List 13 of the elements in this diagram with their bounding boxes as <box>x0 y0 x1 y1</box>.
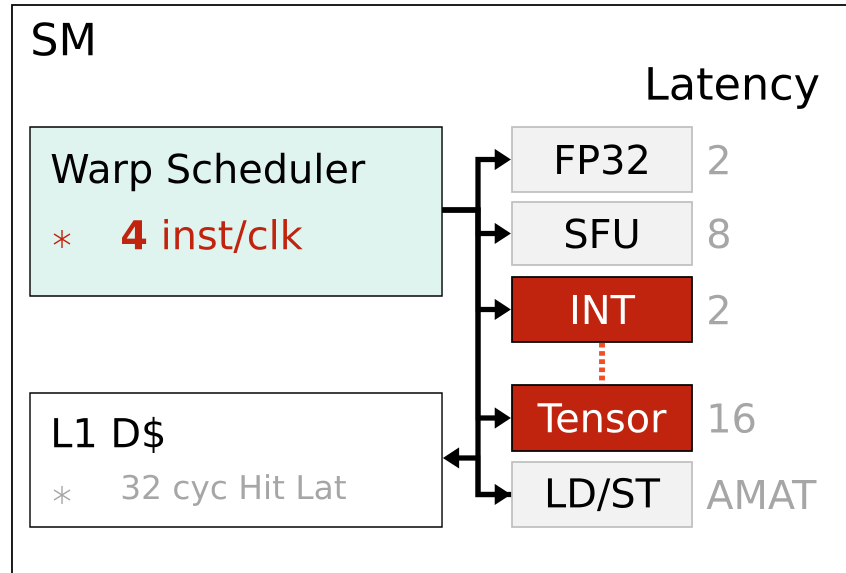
unit-box: SFU <box>511 201 693 266</box>
unit-box: Tensor <box>511 384 693 452</box>
cache-box: L1 D$ 32 cyc Hit Lat <box>29 392 443 528</box>
unit-box: LD/ST <box>511 461 693 528</box>
unit-box: FP32 <box>511 126 693 193</box>
latency-value: 2 <box>709 144 728 174</box>
latency-value: 8 <box>708 218 729 249</box>
latency-value: 2 <box>709 294 728 324</box>
scheduler-box: Warp Scheduler 4 inst/clk <box>29 126 443 297</box>
column-heading: Latency <box>648 67 819 109</box>
latency-value: 16 <box>710 402 754 434</box>
latency-value: AMAT <box>706 480 816 509</box>
unit-box: INT <box>511 276 693 343</box>
